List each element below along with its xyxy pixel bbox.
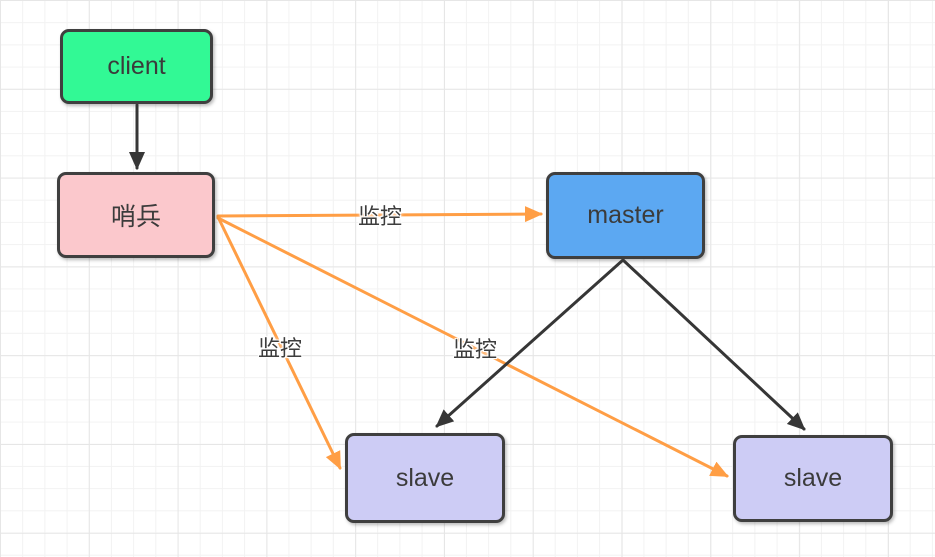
edge-master-slave-left[interactable] [435, 258, 625, 428]
node-sentinel[interactable]: 哨兵 [57, 172, 215, 258]
edge-sentinel-slave-left[interactable] [216, 215, 342, 470]
edge-label-monitor-master: 监控 [357, 204, 403, 229]
node-slave-left[interactable]: slave [345, 433, 505, 523]
node-master-label: master [587, 201, 664, 229]
node-sentinel-label: 哨兵 [110, 203, 161, 231]
node-slave-left-label: slave [395, 463, 455, 492]
edge-label-monitor-slave-right: 监控 [452, 337, 498, 362]
edge-sentinel-master[interactable] [216, 206, 543, 223]
node-client[interactable]: client [60, 29, 213, 104]
edge-master-slave-right[interactable] [621, 258, 806, 431]
node-master[interactable]: master [546, 172, 705, 259]
node-slave-right-label: slave [783, 464, 843, 492]
node-client-label: client [107, 52, 166, 80]
edge-sentinel-slave-right[interactable] [216, 216, 729, 478]
node-slave-right[interactable]: slave [733, 435, 893, 522]
edge-label-monitor-slave-left: 监控 [257, 336, 303, 361]
